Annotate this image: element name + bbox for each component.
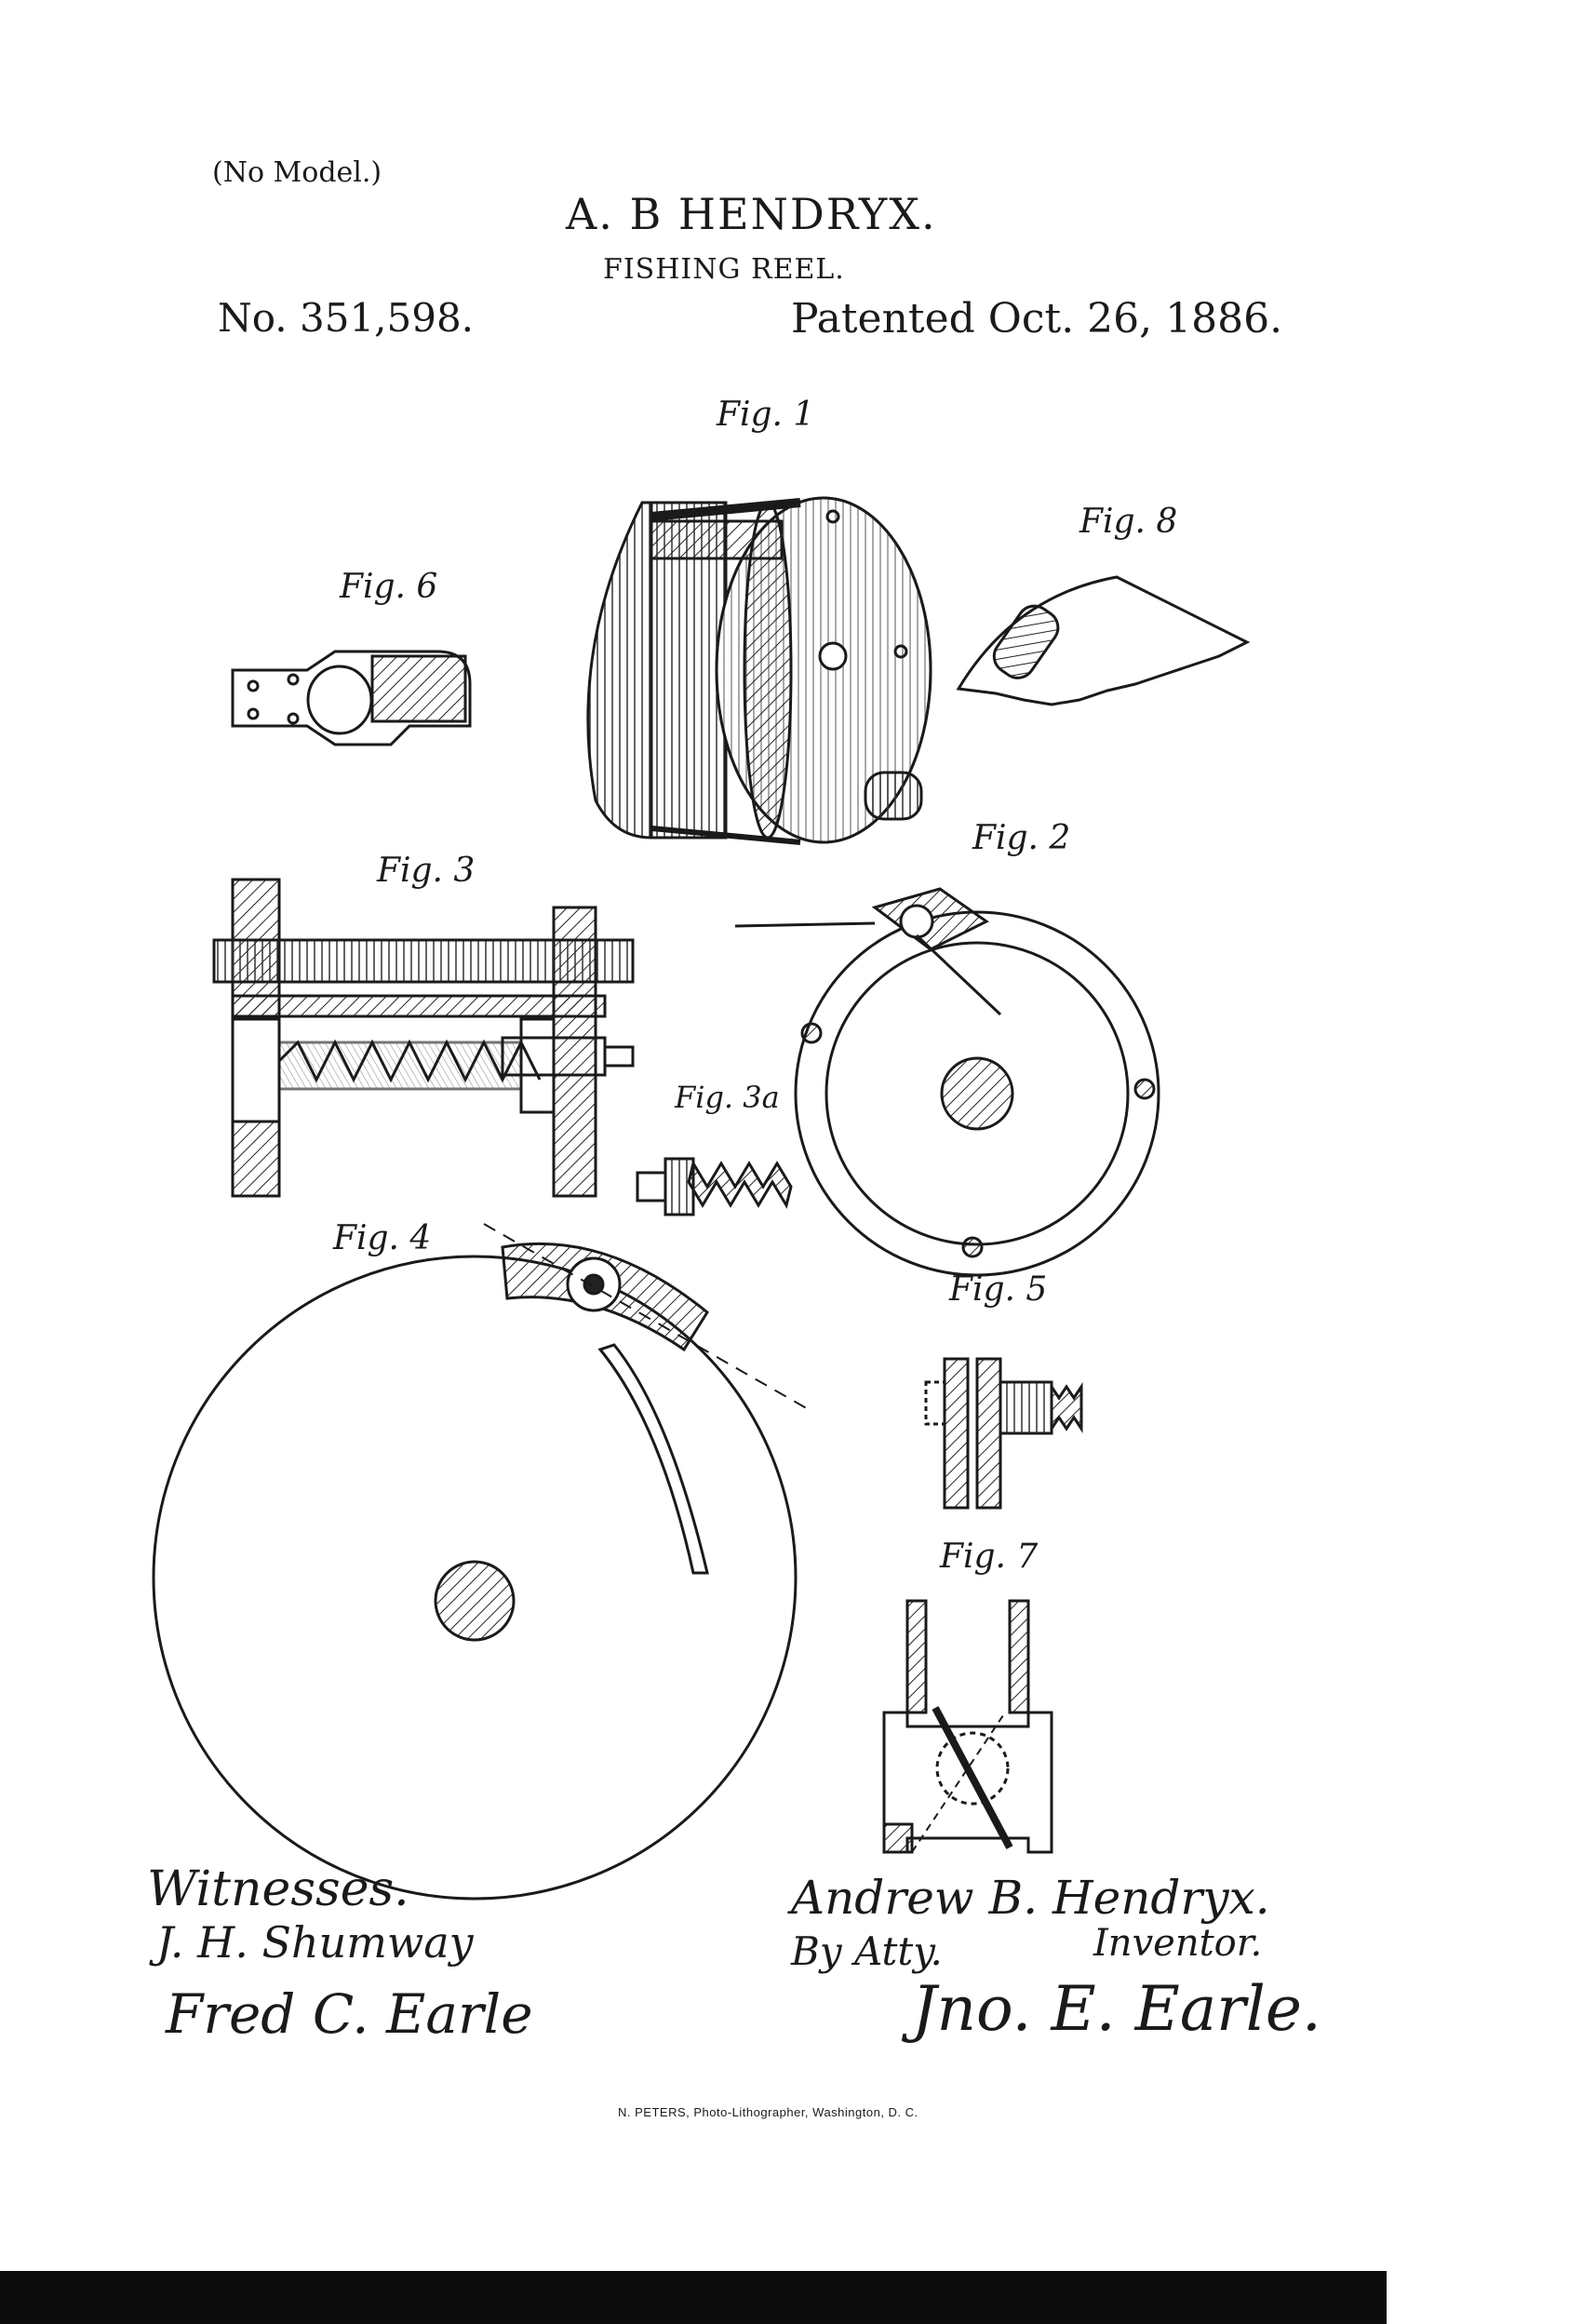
figure-4-label: Fig. 4 [333, 1219, 432, 1257]
no-model-note: (No Model.) [212, 156, 382, 189]
figure-3-section [212, 878, 635, 1198]
inventor-label: Inventor. [1093, 1922, 1263, 1965]
attorney-signature: Jno. E. Earle. [912, 1973, 1321, 2045]
figure-1-label: Fig. 1 [717, 396, 815, 434]
figure-8-label: Fig. 8 [1079, 503, 1178, 541]
by-attorney-label: By Atty. [791, 1928, 943, 1974]
patent-date: Patented Oct. 26, 1886. [791, 295, 1283, 343]
figure-7-clip [882, 1599, 1053, 1854]
printer-imprint: N. PETERS, Photo-Lithographer, Washingto… [618, 2105, 918, 2119]
figure-6-label: Fig. 6 [340, 568, 438, 606]
witness-signature-2: Fred C. Earle [166, 1982, 533, 2046]
figure-3a-gear [636, 1157, 793, 1216]
scan-border-bar [0, 2271, 1387, 2324]
patent-number: No. 351,598. [218, 295, 475, 341]
witness-signature-1: J. H. Shumway [156, 1917, 474, 1968]
invention-title: FISHING REEL. [603, 253, 845, 286]
figure-1-reel [586, 496, 932, 845]
figure-3a-label: Fig. 3a [675, 1080, 780, 1115]
witnesses-label: Witnesses. [147, 1861, 409, 1917]
inventor-name: A. B HENDRYX. [566, 189, 937, 239]
inventor-signature: Andrew B. Hendryx. [791, 1871, 1270, 1925]
figure-7-label: Fig. 7 [940, 1538, 1039, 1576]
figure-2-plate [734, 887, 1160, 1277]
figure-2-label: Fig. 2 [972, 819, 1071, 857]
figure-5-label: Fig. 5 [949, 1270, 1048, 1309]
figure-4-wheel [152, 1223, 811, 1901]
figure-8-segment [956, 575, 1251, 706]
figure-3-label: Fig. 3 [377, 852, 476, 890]
figure-5-section [924, 1357, 1083, 1510]
figure-6-bracket [231, 650, 472, 746]
